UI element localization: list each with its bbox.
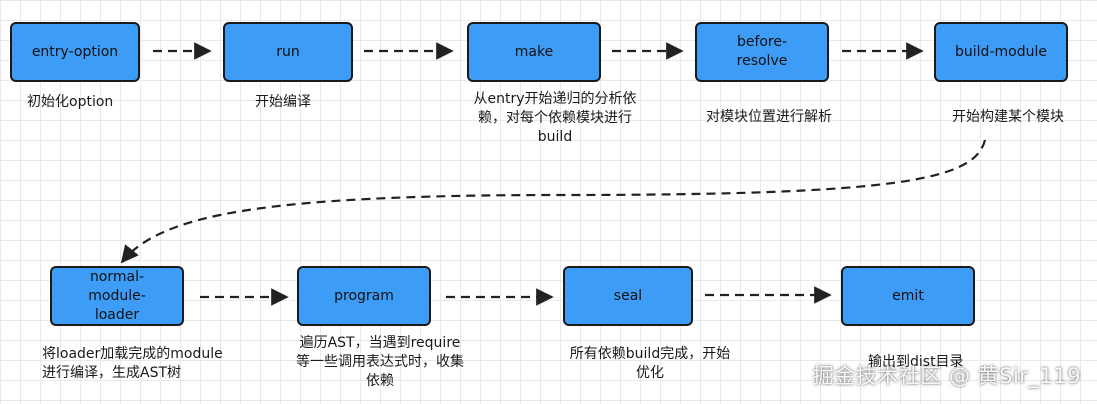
node-before-resolve: before- resolve bbox=[695, 22, 829, 82]
node-build-module: build-module bbox=[934, 22, 1068, 82]
watermark: 掘金技术社区 @ 黄Sir_119 bbox=[812, 364, 1081, 388]
node-entry-option: entry-option bbox=[10, 22, 140, 82]
caption-normal-module-loader: 将loader加载完成的module 进行编译，生成AST树 bbox=[42, 346, 223, 381]
caption-entry-option: 初始化option bbox=[27, 94, 114, 110]
node-make: make bbox=[467, 22, 601, 82]
node-emit: emit bbox=[841, 266, 975, 326]
node-program: program bbox=[297, 266, 431, 326]
caption-make: 从entry开始递归的分析依 赖，对每个依赖模块进行 build bbox=[473, 91, 637, 145]
arrow-build-module-to-normal-module-loader bbox=[120, 139, 987, 264]
node-normal-module-loader: normal- module- loader bbox=[50, 266, 184, 326]
caption-build-module: 开始构建某个模块 bbox=[952, 109, 1064, 125]
caption-seal: 所有依赖build完成，开始 优化 bbox=[569, 346, 731, 381]
caption-before-resolve: 对模块位置进行解析 bbox=[706, 109, 832, 125]
caption-run: 开始编译 bbox=[255, 94, 311, 110]
node-run: run bbox=[223, 22, 353, 82]
node-seal: seal bbox=[563, 266, 693, 326]
caption-emit: 输出到dist目录 bbox=[868, 354, 964, 370]
caption-program: 遍历AST，当遇到require 等一些调用表达式时，收集 依赖 bbox=[296, 335, 464, 389]
